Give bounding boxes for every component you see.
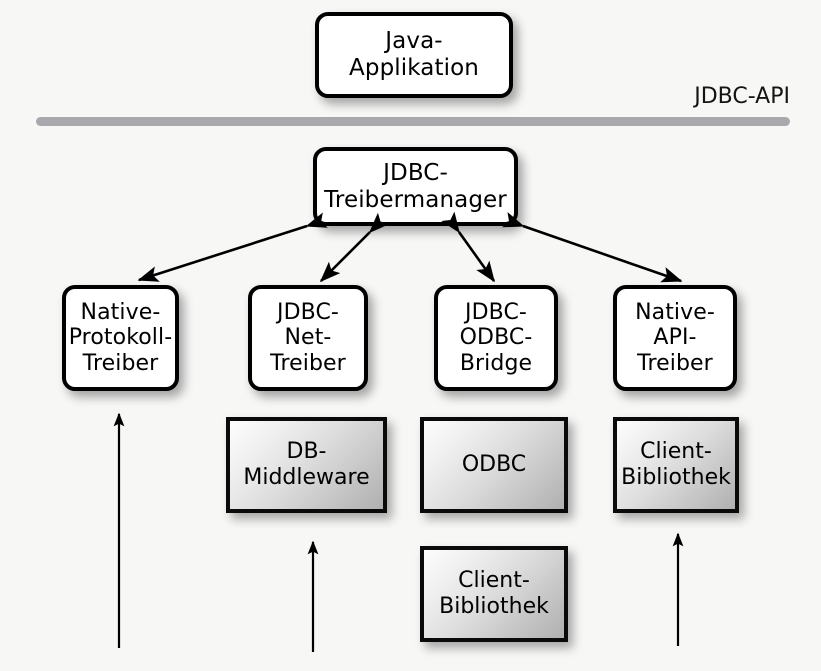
node-native-api-treiber-label: Native- API- Treiber: [635, 299, 715, 376]
resource-client-bibliothek-right-label: Client- Bibliothek: [621, 439, 731, 490]
resource-db-middleware[interactable]: DB- Middleware: [226, 417, 387, 513]
arrow-drivermanager-native-api: [502, 212, 683, 283]
node-jdbc-net-treiber[interactable]: JDBC- Net- Treiber: [248, 285, 368, 391]
node-jdbc-driver-manager-label: JDBC- Treibermanager: [324, 159, 507, 213]
arrow-drivermanager-native-protokoll: [137, 212, 328, 282]
node-java-application[interactable]: Java- Applikation: [315, 12, 513, 98]
node-native-api-treiber[interactable]: Native- API- Treiber: [613, 285, 737, 391]
arrow-drivermanager-jdbc-odbc: [441, 211, 496, 283]
node-jdbc-odbc-bridge-label: JDBC- ODBC- Bridge: [459, 299, 533, 376]
jdbc-api-bar: [36, 117, 790, 126]
arrow-drivermanager-jdbc-net: [319, 212, 390, 283]
jdbc-api-label: JDBC-API: [694, 84, 790, 109]
resource-client-bibliothek-middle[interactable]: Client- Bibliothek: [420, 546, 568, 642]
node-jdbc-net-treiber-label: JDBC- Net- Treiber: [270, 299, 346, 376]
node-jdbc-odbc-bridge[interactable]: JDBC- ODBC- Bridge: [434, 285, 558, 391]
node-native-protokoll-treiber-label: Native- Protokoll- Treiber: [68, 299, 173, 376]
resource-db-middleware-label: DB- Middleware: [243, 439, 370, 490]
node-jdbc-driver-manager[interactable]: JDBC- Treibermanager: [313, 147, 518, 226]
node-java-application-label: Java- Applikation: [349, 28, 479, 81]
resource-client-bibliothek-middle-label: Client- Bibliothek: [439, 568, 549, 619]
resource-odbc[interactable]: ODBC: [420, 417, 568, 513]
node-native-protokoll-treiber[interactable]: Native- Protokoll- Treiber: [62, 285, 179, 391]
resource-client-bibliothek-right[interactable]: Client- Bibliothek: [613, 417, 739, 513]
resource-odbc-label: ODBC: [461, 452, 527, 478]
